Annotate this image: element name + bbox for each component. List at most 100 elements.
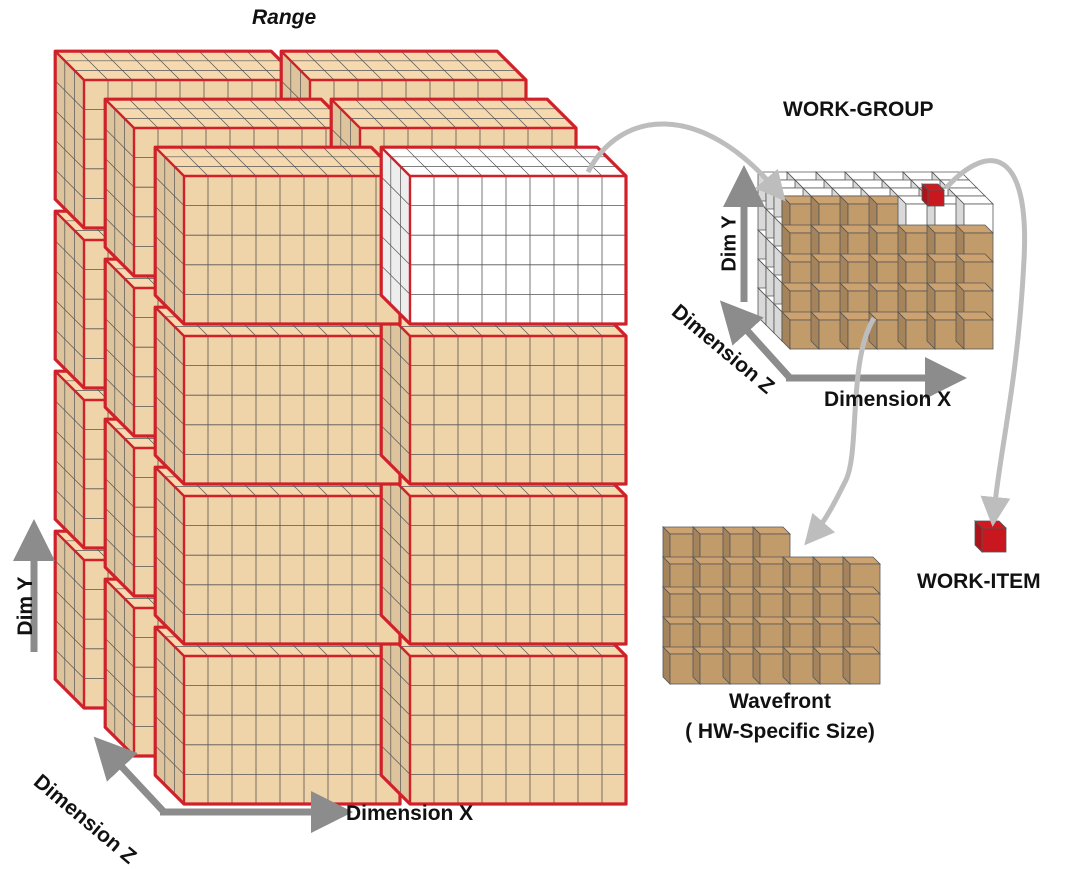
grid-line [272, 98, 303, 129]
grid-line [380, 235, 411, 266]
grid-line [104, 507, 135, 538]
grid-line [104, 448, 135, 478]
wavefront-cell [842, 646, 881, 685]
wavefront-cube [662, 526, 881, 685]
grid-line [500, 146, 531, 177]
block-top-face [280, 50, 527, 81]
range-dimension-x-label: Dimension X [346, 802, 474, 825]
nd-range-diagram: Range WORK-GROUP WORK-ITEM Wavefront ( H… [13, 6, 1041, 869]
grid-line [380, 395, 411, 426]
work-group-cube [757, 171, 994, 350]
grid-line [298, 146, 329, 177]
block-top-face [330, 98, 577, 129]
grid-line [304, 50, 335, 81]
wg-dimension-z-arrow [719, 300, 793, 381]
grid-line [250, 146, 281, 177]
grid-line [450, 98, 481, 129]
cube-side [692, 646, 701, 685]
grid-line [54, 240, 85, 270]
grid-line [150, 50, 181, 81]
cube-front [927, 189, 945, 207]
range-dimension-z-arrow [93, 736, 167, 815]
grid-line [274, 146, 305, 177]
grid-line [380, 496, 411, 526]
grid-line [548, 146, 579, 177]
grid-line [380, 336, 411, 366]
work-item-title: WORK-ITEM [917, 570, 1041, 593]
grid-line [224, 98, 255, 129]
grid-line [380, 176, 411, 206]
grid-line [198, 50, 229, 81]
grid-line [78, 50, 109, 81]
grid-line [54, 459, 85, 490]
grid-line [54, 299, 85, 330]
grid-line [352, 50, 383, 81]
range-to-wg-connector [585, 121, 786, 202]
grid-line [472, 50, 503, 81]
block-frame [379, 145, 628, 326]
grid-line [128, 98, 159, 129]
range-block-work-group [379, 145, 628, 326]
grid-line [154, 496, 185, 526]
grid-line [202, 146, 233, 177]
range-title: Range [252, 6, 317, 29]
cube-side [812, 646, 821, 685]
block-front-face [183, 175, 401, 325]
grid-line [376, 50, 407, 81]
grid-line [154, 715, 185, 746]
grid-line [154, 366, 185, 396]
wg-dimension-x-label: Dimension X [824, 388, 952, 411]
cube-side [662, 646, 671, 685]
wg-dim-y-label: Dim Y [718, 215, 741, 272]
block-front-face [183, 335, 401, 485]
grid-line [380, 555, 411, 586]
grid-line [154, 265, 185, 295]
grid-line [154, 395, 185, 426]
grid-line [380, 745, 411, 775]
block-frame [153, 145, 402, 326]
axes [13, 165, 967, 833]
range-dim-y-label: Dim Y [14, 576, 37, 636]
grid-line [380, 206, 411, 236]
grid-line [54, 329, 85, 359]
grid-line [572, 146, 603, 177]
grid-line [380, 366, 411, 396]
grid-line [354, 98, 385, 129]
grid-line [246, 50, 277, 81]
range-block [153, 145, 402, 326]
grid-line [380, 715, 411, 746]
cube-front [849, 653, 881, 685]
grid-line [154, 686, 185, 716]
grid-line [474, 98, 505, 129]
block-top-face [104, 98, 351, 129]
block-front-face [409, 335, 627, 485]
grid-line [400, 50, 431, 81]
cube-side [782, 646, 791, 685]
diagram-canvas [13, 49, 1028, 833]
grid-line [380, 526, 411, 556]
wavefront-cell [722, 646, 761, 685]
grid-line [476, 146, 507, 177]
range-block [379, 305, 628, 486]
grid-line [104, 377, 135, 407]
work-item-cube-shape [974, 520, 1007, 553]
grid-line [154, 425, 185, 455]
grid-line [54, 489, 85, 519]
connectors [585, 121, 1028, 546]
grid-line [104, 638, 135, 668]
grid-line [296, 98, 327, 129]
range-block [379, 465, 628, 646]
grid-line [104, 667, 135, 698]
grid-line [426, 98, 457, 129]
grid-line [380, 585, 411, 615]
grid-line [226, 146, 257, 177]
grid-line [54, 400, 85, 430]
grid-line [54, 430, 85, 460]
block-front-face [409, 175, 627, 325]
grid-line [104, 697, 135, 727]
grid-line [378, 98, 409, 129]
wg-cell [955, 311, 994, 350]
grid-line [54, 649, 85, 679]
cube-front [963, 319, 994, 350]
grid-line [380, 686, 411, 716]
